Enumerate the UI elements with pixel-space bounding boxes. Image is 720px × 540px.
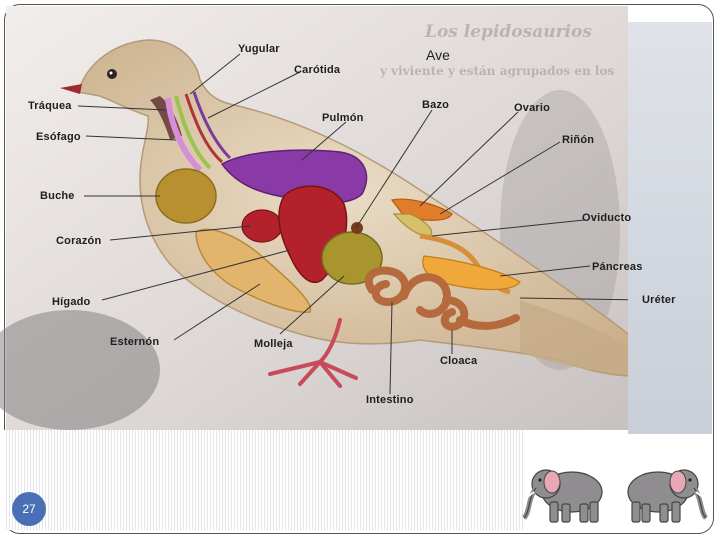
intestine-organ: [365, 266, 520, 331]
beak: [60, 84, 82, 94]
label-cloaca: Cloaca: [440, 355, 478, 367]
label-intestino: Intestino: [366, 394, 414, 406]
label-rinon: Riñón: [562, 134, 595, 146]
label-molleja: Molleja: [254, 338, 293, 350]
sternum-organ: [195, 228, 312, 313]
label-ureter: Uréter: [642, 294, 676, 306]
background-photo-edge: [628, 22, 712, 434]
label-yugular: Yugular: [238, 43, 280, 55]
label-esofago: Esófago: [36, 131, 81, 143]
elephant-icon: [522, 469, 603, 523]
leader-lines: [77, 53, 641, 395]
label-pancreas: Páncreas: [592, 261, 643, 273]
label-esternon: Esternón: [110, 336, 160, 348]
background-heading: Los lepidosaurios: [425, 22, 592, 42]
crop-organ: [155, 168, 217, 224]
label-higado: Hígado: [52, 296, 91, 308]
label-carotida: Carótida: [294, 64, 341, 76]
label-oviducto: Oviducto: [582, 212, 632, 224]
slide-title: Ave: [426, 47, 450, 63]
page-number: 27: [22, 502, 36, 516]
decorative-stripes: [4, 430, 524, 530]
label-corazon: Corazón: [56, 235, 102, 247]
label-buche: Buche: [40, 190, 75, 202]
label-traquea: Tráquea: [28, 100, 72, 112]
label-ovario: Ovario: [514, 102, 551, 114]
bird-anatomy-illustration: [0, 6, 661, 430]
background-line: y viviente y están agrupados en los: [380, 64, 615, 78]
label-pulmon: Pulmón: [322, 112, 364, 124]
gizzard-organ: [321, 231, 383, 285]
lung-organ: [220, 149, 368, 204]
legs: [268, 318, 358, 388]
elephant-icon: [627, 469, 708, 523]
label-bazo: Bazo: [422, 99, 450, 111]
page-number-badge: 27: [12, 492, 46, 526]
